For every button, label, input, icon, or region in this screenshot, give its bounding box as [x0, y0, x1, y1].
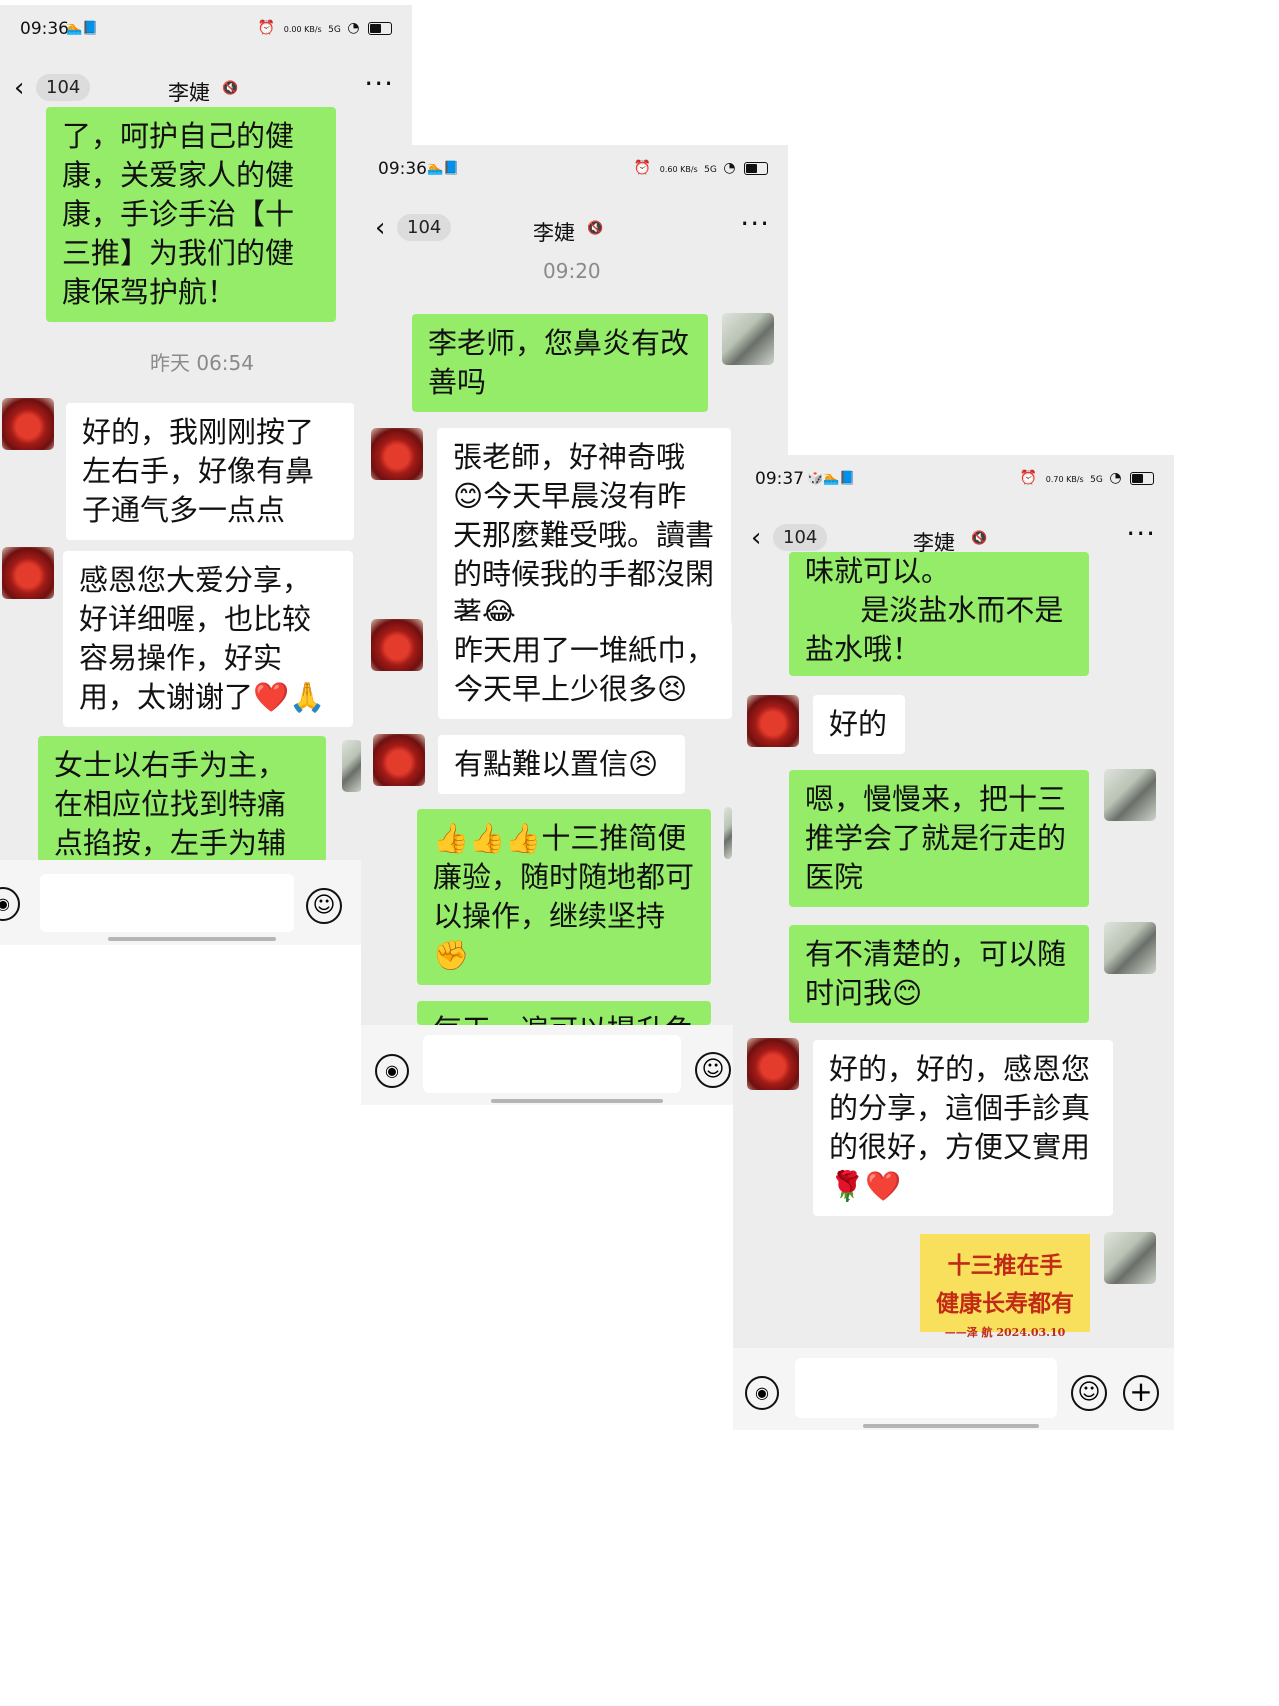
- sticker-line-2: 健康长寿都有: [936, 1290, 1074, 1317]
- signal-label: 5G: [704, 165, 717, 175]
- alarm-icon: ⏰: [257, 20, 278, 36]
- back-chevron-icon[interactable]: ‹: [14, 73, 25, 103]
- more-options-button[interactable]: ···: [1126, 517, 1156, 550]
- back-chevron-icon[interactable]: ‹: [751, 523, 762, 553]
- wifi-icon: ◔: [347, 20, 362, 36]
- message-bubble-outgoing[interactable]: 👍👍👍十三推简便廉验，随时随地都可以操作，继续坚持✊: [417, 809, 711, 985]
- wifi-icon: ◔: [1109, 470, 1124, 486]
- contact-avatar[interactable]: [2, 398, 54, 450]
- contact-name: 李婕: [168, 81, 210, 105]
- message-bubble-outgoing[interactable]: 李老师，您鼻炎有改善吗: [412, 314, 708, 412]
- status-bar: 09:36 🏊📘 ⏰ 0.60 KB/s 5G ◔: [361, 145, 788, 195]
- chat-header: ‹ 104 李婕 🔇 ···: [0, 63, 412, 117]
- contact-avatar[interactable]: [747, 695, 799, 747]
- status-bar: 09:37 🎲🏊📘 ⏰ 0.70 KB/s 5G ◔: [733, 455, 1174, 505]
- input-bar: ◉ ☺ +: [733, 1348, 1174, 1430]
- voice-input-icon[interactable]: ◉: [745, 1376, 779, 1410]
- self-avatar[interactable]: [1104, 922, 1156, 974]
- more-options-button[interactable]: ···: [364, 67, 394, 100]
- message-input[interactable]: [795, 1358, 1057, 1418]
- mute-icon: 🔇: [222, 81, 239, 96]
- plus-icon[interactable]: +: [1123, 1375, 1159, 1411]
- status-time: 09:36: [20, 19, 69, 39]
- sticker-line-1: 十三推在手: [947, 1252, 1063, 1279]
- mute-icon: 🔇: [971, 531, 988, 546]
- status-time: 09:36: [378, 159, 427, 179]
- message-bubble-outgoing[interactable]: 嗯，慢慢来，把十三推学会了就是行走的医院: [789, 770, 1089, 907]
- emoji-icon[interactable]: ☺: [695, 1052, 731, 1088]
- self-avatar[interactable]: [342, 740, 362, 792]
- input-bar: ◉ ☺: [361, 1025, 788, 1105]
- self-avatar[interactable]: [722, 313, 774, 365]
- contact-avatar[interactable]: [2, 547, 54, 599]
- contact-name: 李婕: [913, 531, 955, 555]
- status-time: 09:37: [755, 469, 804, 489]
- alarm-icon: ⏰: [633, 160, 654, 176]
- home-indicator: [491, 1099, 663, 1103]
- chat-screenshot-2: 09:36 🏊📘 ⏰ 0.60 KB/s 5G ◔ ‹ 104 李婕 🔇 ···…: [361, 145, 788, 1105]
- chat-header: ‹ 104 李婕 🔇 ···: [361, 203, 788, 257]
- contact-avatar[interactable]: [373, 734, 425, 786]
- message-bubble-incoming[interactable]: 張老師，好神奇哦😊今天早晨沒有昨天那麼難受哦。讀書的時候我的手都沒閑著😂: [437, 428, 731, 643]
- status-bar: 09:36 🏊📘 ⏰ 0.00 KB/s 5G ◔: [0, 5, 412, 55]
- message-bubble-incoming[interactable]: 有點難以置信😣: [438, 735, 685, 794]
- alarm-icon: ⏰: [1019, 470, 1040, 486]
- unread-count-badge[interactable]: 104: [397, 214, 452, 241]
- message-input[interactable]: [423, 1035, 681, 1093]
- message-timestamp: 09:20: [543, 259, 601, 283]
- battery-icon: [1130, 471, 1154, 485]
- system-icons: ⏰ 0.60 KB/s 5G ◔: [634, 160, 768, 176]
- self-avatar[interactable]: [1104, 1232, 1156, 1284]
- notification-icons: 🏊📘: [66, 21, 99, 36]
- contact-avatar[interactable]: [371, 619, 423, 671]
- system-icons: ⏰ 0.00 KB/s 5G ◔: [258, 20, 392, 36]
- chat-screenshot-1: 09:36 🏊📘 ⏰ 0.00 KB/s 5G ◔ ‹ 104 李婕 🔇 ···…: [0, 5, 412, 945]
- home-indicator: [863, 1424, 1039, 1428]
- emoji-icon[interactable]: ☺: [306, 888, 342, 924]
- notification-icons: 🏊📘: [427, 161, 460, 176]
- battery-icon: [744, 161, 768, 175]
- battery-icon: [368, 21, 392, 35]
- voice-input-icon[interactable]: ◉: [375, 1054, 409, 1088]
- more-options-button[interactable]: ···: [740, 207, 770, 240]
- unread-count-badge[interactable]: 104: [36, 74, 91, 101]
- input-bar: ◉ ☺: [0, 860, 412, 945]
- network-speed: 0.60 KB/s: [659, 165, 698, 174]
- message-input[interactable]: [40, 874, 294, 932]
- signal-label: 5G: [1090, 475, 1103, 485]
- message-bubble-incoming[interactable]: 好的: [813, 695, 905, 754]
- contact-avatar[interactable]: [747, 1038, 799, 1090]
- chat-screenshot-3: 09:37 🎲🏊📘 ⏰ 0.70 KB/s 5G ◔ ‹ 104 李婕 🔇 ··…: [733, 455, 1174, 1430]
- home-indicator: [108, 937, 276, 941]
- self-avatar[interactable]: [1104, 769, 1156, 821]
- voice-input-icon[interactable]: ◉: [0, 887, 20, 921]
- network-speed: 0.00 KB/s: [283, 25, 322, 34]
- message-bubble-outgoing[interactable]: 有不清楚的，可以随时问我😊: [789, 925, 1089, 1023]
- contact-avatar[interactable]: [371, 428, 423, 480]
- notification-icons: 🎲🏊📘: [807, 471, 856, 486]
- message-bubble-incoming[interactable]: 昨天用了一堆紙巾，今天早上少很多😣: [438, 621, 732, 719]
- message-bubble-incoming[interactable]: 好的，我刚刚按了左右手，好像有鼻子通气多一点点: [66, 403, 354, 540]
- network-speed: 0.70 KB/s: [1045, 475, 1084, 484]
- contact-name: 李婕: [533, 221, 575, 245]
- system-icons: ⏰ 0.70 KB/s 5G ◔: [1020, 470, 1154, 486]
- message-bubble-incoming[interactable]: 感恩您大爱分享，好详细喔，也比较容易操作，好实用，太谢谢了❤️🙏: [63, 551, 353, 727]
- message-timestamp: 昨天 06:54: [150, 351, 254, 375]
- sticker-signature: ——泽 航 2024.03.10: [944, 1326, 1066, 1339]
- self-avatar[interactable]: [724, 807, 732, 859]
- sticker-image[interactable]: 十三推在手 健康长寿都有 ——泽 航 2024.03.10: [920, 1234, 1090, 1339]
- message-bubble-outgoing[interactable]: 味就可以。 是淡盐水而不是盐水哦！: [789, 552, 1089, 676]
- back-chevron-icon[interactable]: ‹: [375, 213, 386, 243]
- signal-label: 5G: [328, 25, 341, 35]
- message-bubble-outgoing[interactable]: 女士以右手为主，在相应位找到特痛点掐按，左手为辅: [38, 736, 326, 862]
- chat-header: ‹ 104 李婕 🔇 ···: [733, 513, 1174, 567]
- message-bubble-outgoing[interactable]: 每天一遍可以提升免: [417, 1001, 711, 1025]
- emoji-icon[interactable]: ☺: [1071, 1375, 1107, 1411]
- message-bubble-incoming[interactable]: 好的，好的，感恩您的分享，這個手診真的很好，方便又實用🌹❤️: [813, 1040, 1113, 1216]
- wifi-icon: ◔: [723, 160, 738, 176]
- mute-icon: 🔇: [587, 221, 604, 236]
- message-bubble-outgoing[interactable]: 了，呵护自己的健康，关爱家人的健康，手诊手治【十三推】为我们的健康保驾护航！: [46, 107, 336, 322]
- unread-count-badge[interactable]: 104: [773, 524, 828, 551]
